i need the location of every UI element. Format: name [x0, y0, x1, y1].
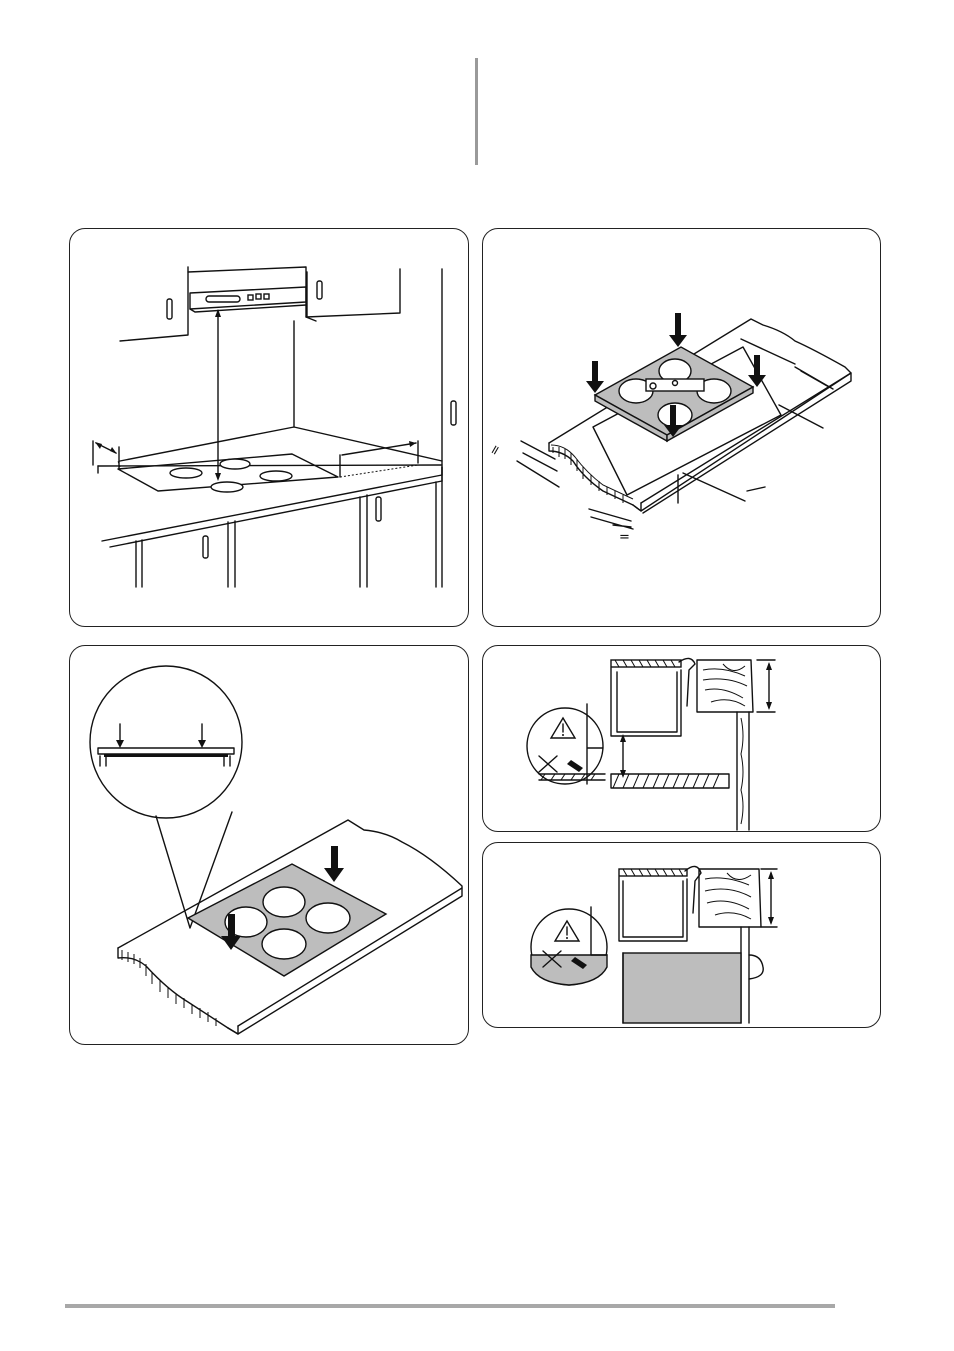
figure-built-in-drawer: [482, 645, 881, 832]
svg-text:=: =: [619, 530, 630, 545]
footer-rule: [65, 1304, 835, 1308]
svg-text:=: =: [486, 442, 504, 459]
figure-seal-placement: [69, 645, 469, 1045]
figure-built-in-oven: [482, 842, 881, 1028]
figure-cutout-dimensions: = =: [482, 228, 881, 627]
figure-hood-clearance: [69, 228, 469, 627]
header-divider: [475, 58, 478, 165]
